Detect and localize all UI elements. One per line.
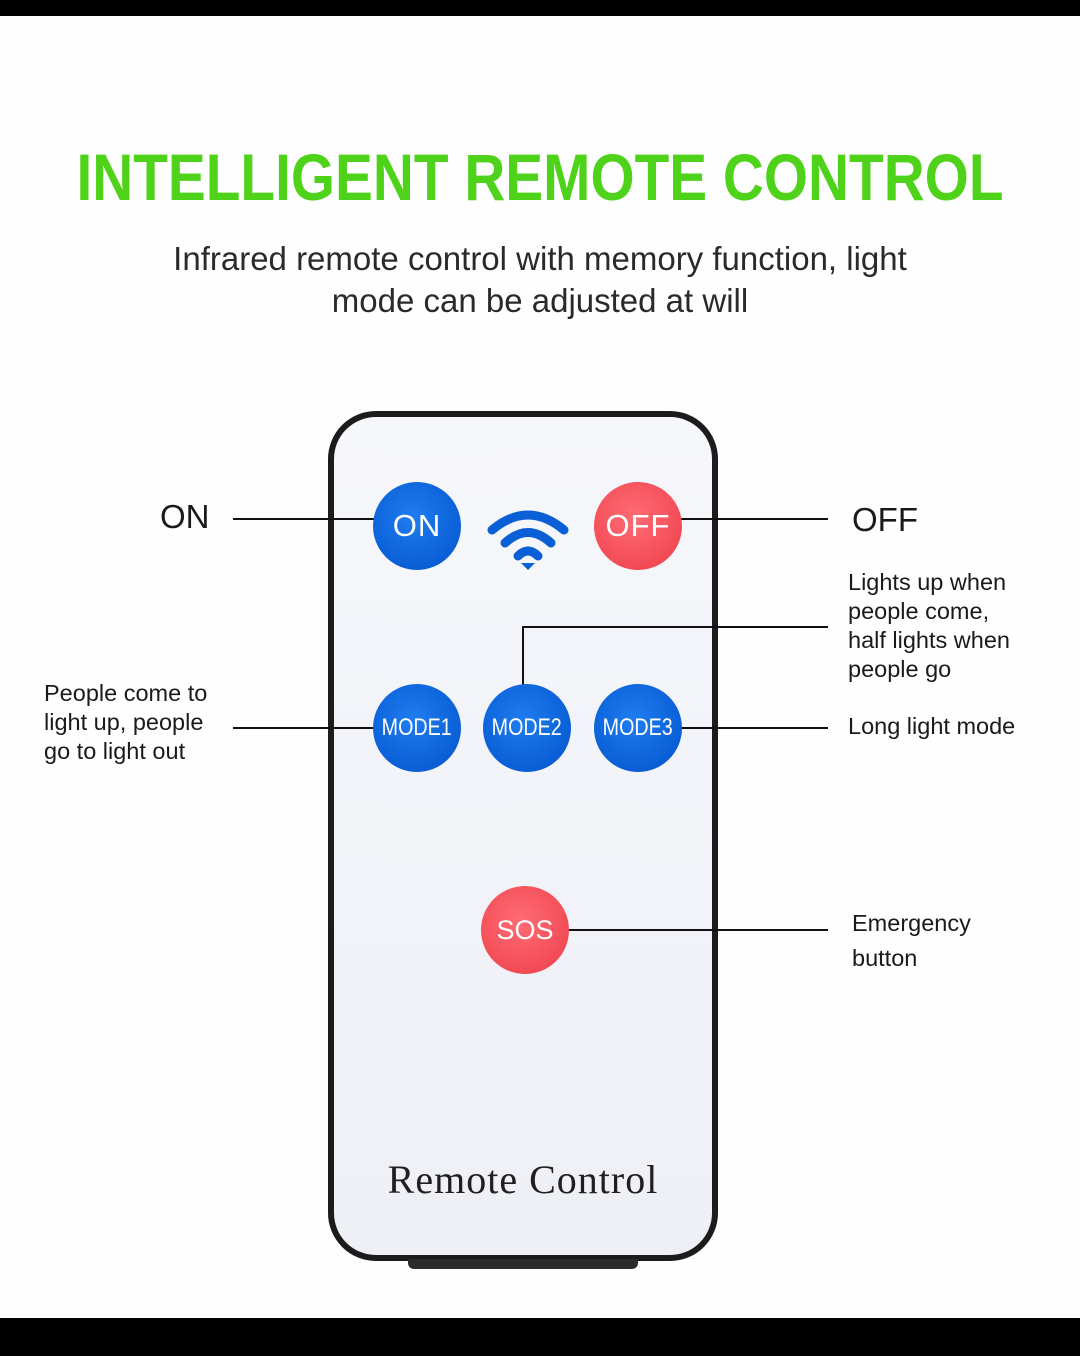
page-subtitle: Infrared remote control with memory func… <box>90 238 990 322</box>
mode3-button[interactable]: MODE3 <box>594 684 682 772</box>
mode1-button-label: MODE1 <box>381 714 452 741</box>
remote-control-base <box>408 1259 638 1269</box>
mode1-annotation-line-2: light up, people <box>44 709 204 735</box>
mode1-annotation-line-1: People come to <box>44 680 208 706</box>
on-button[interactable]: ON <box>373 482 461 570</box>
on-leader-line <box>233 518 383 520</box>
mode2-button[interactable]: MODE2 <box>483 684 571 772</box>
mode2-leader-line-horizontal <box>522 626 828 628</box>
product-infographic: INTELLIGENT REMOTE CONTROL Infrared remo… <box>0 16 1080 1318</box>
sos-annotation-line-2: button <box>852 945 918 971</box>
subtitle-line-2: mode can be adjusted at will <box>331 282 749 319</box>
sos-leader-line <box>562 929 828 931</box>
off-button-label: OFF <box>605 508 671 543</box>
mode2-leader-line-vertical <box>522 626 524 688</box>
sos-annotation-line-1: Emergency <box>852 910 971 936</box>
sos-annotation: Emergency button <box>852 906 971 976</box>
subtitle-line-1: Infrared remote control with memory func… <box>173 240 907 277</box>
mode3-button-label: MODE3 <box>602 714 673 741</box>
remote-brand-text: Remote Control <box>387 1157 659 1202</box>
mode2-annotation-line-2: people come, <box>848 598 990 624</box>
mode2-annotation-line-1: Lights up when <box>848 569 1007 595</box>
off-annotation: OFF <box>852 501 918 538</box>
off-button[interactable]: OFF <box>594 482 682 570</box>
mode1-annotation: People come to light up, people go to li… <box>44 679 207 766</box>
mode2-annotation-line-3: half lights when <box>848 627 1010 653</box>
wifi-signal-icon <box>487 510 569 570</box>
on-button-label: ON <box>392 508 442 543</box>
sos-button[interactable]: SOS <box>481 886 569 974</box>
mode3-annotation: Long light mode <box>848 713 1016 739</box>
mode1-leader-line <box>233 727 383 729</box>
mode2-annotation-line-4: people go <box>848 656 952 682</box>
off-leader-line <box>660 518 828 520</box>
mode1-annotation-line-3: go to light out <box>44 738 186 764</box>
mode2-button-label: MODE2 <box>491 714 562 741</box>
page-title: INTELLIGENT REMOTE CONTROL <box>76 140 1004 214</box>
mode1-button[interactable]: MODE1 <box>373 684 461 772</box>
on-annotation: ON <box>160 498 210 535</box>
mode3-leader-line <box>672 727 828 729</box>
mode2-annotation: Lights up when people come, half lights … <box>848 568 1010 684</box>
sos-button-label: SOS <box>496 914 554 945</box>
